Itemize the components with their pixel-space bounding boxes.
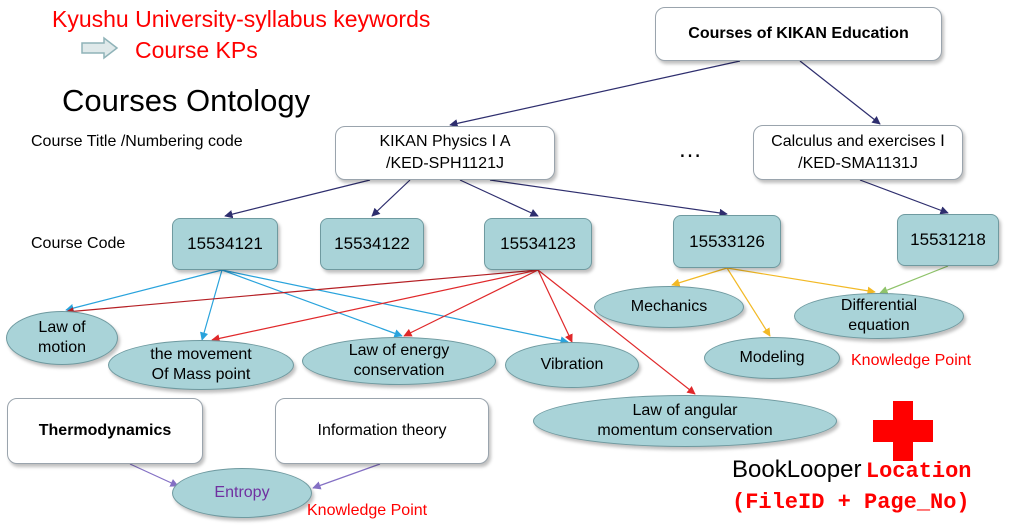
root-node: Courses of KIKAN Education <box>655 7 942 61</box>
code-node-15534122: 15534122 <box>320 218 424 270</box>
header-arrow-icon <box>81 36 119 60</box>
kp-law-of-motion: Law of motion <box>6 311 118 365</box>
kp-label: Modeling <box>739 349 805 366</box>
knowledge-point-label-right: Knowledge Point <box>851 352 972 369</box>
kp-energy: Law of energy conservation <box>302 337 496 385</box>
edge-physics-122 <box>371 179 411 217</box>
kp-label: momentum conservation <box>597 422 773 439</box>
kp-label: Law of angular <box>632 402 738 419</box>
code-label: 15534121 <box>187 234 263 253</box>
edge-physics-123 <box>459 179 539 217</box>
edge-physics-126 <box>489 179 728 218</box>
edge-123-vibration <box>537 269 573 343</box>
booklooper-location: Location <box>865 459 972 484</box>
edge-root-calculus <box>799 60 881 125</box>
kp-entropy: Entropy <box>172 468 312 518</box>
edge-123-angular <box>537 269 696 395</box>
edge-218-differential <box>879 265 949 295</box>
course-title-label: Course Title /Numbering code <box>31 133 243 150</box>
kp-label: Law of energy <box>348 342 450 359</box>
kp-label: motion <box>37 339 87 356</box>
kp-modeling: Modeling <box>704 337 840 379</box>
edge-126-differential <box>726 267 876 295</box>
ellipsis-text: … <box>678 136 702 163</box>
kp-mass-point: the movement Of Mass point <box>108 340 294 390</box>
header-line2: Course KPs <box>135 37 258 63</box>
kp-label: Vibration <box>540 356 604 373</box>
edge-calculus-218 <box>859 179 949 215</box>
kp-vibration: Vibration <box>505 342 639 388</box>
code-node-15534123: 15534123 <box>484 218 592 270</box>
course-calculus-title: Calculus and exercises Ⅰ <box>771 132 945 150</box>
kp-label: Mechanics <box>630 298 708 315</box>
course-code-label: Course Code <box>31 235 126 252</box>
kp-label: Law of <box>38 319 86 336</box>
root-node-label: Courses of KIKAN Education <box>688 25 909 42</box>
information-theory-node: Information theory <box>275 398 489 464</box>
kp-angular: Law of angular momentum conservation <box>533 395 837 447</box>
code-label: 15533126 <box>689 231 765 251</box>
header-line1: Kyushu University-syllabus keywords <box>52 6 431 32</box>
thermodynamics-node: Thermodynamics <box>7 398 203 464</box>
course-calculus-code: /KED-SMA1131J <box>798 154 918 172</box>
information-theory-label: Information theory <box>317 422 447 439</box>
kp-mechanics: Mechanics <box>594 286 744 328</box>
edge-121-vibration <box>221 269 569 345</box>
code-label: 15534123 <box>500 234 576 253</box>
kp-label: Of Mass point <box>151 366 251 383</box>
course-physics-code: /KED-SPH1121J <box>386 155 504 172</box>
kp-differential: Differential equation <box>794 293 964 339</box>
edge-123-motion <box>65 269 539 316</box>
edge-126-modeling <box>726 267 771 337</box>
edge-121-mass <box>200 269 223 341</box>
kp-label: Differential <box>840 297 918 314</box>
edge-root-physics <box>449 60 741 128</box>
edge-123-mass <box>211 269 539 343</box>
edge-physics-121 <box>224 179 371 219</box>
edge-info-entropy <box>312 463 381 490</box>
code-node-15534121: 15534121 <box>172 218 278 270</box>
booklooper-detail: (FileID + Page_No) <box>732 490 970 515</box>
code-label: 15531218 <box>910 230 986 249</box>
kp-label: the movement <box>150 346 252 363</box>
course-physics-title: KIKAN Physics Ⅰ A <box>379 133 511 150</box>
knowledge-point-label-bottom: Knowledge Point <box>307 502 428 519</box>
kp-label: equation <box>848 317 910 334</box>
edge-121-energy <box>221 269 403 338</box>
booklooper-title: BookLooper Location <box>732 456 972 484</box>
booklooper-name: BookLooper <box>732 456 862 483</box>
red-cross-icon <box>873 401 933 461</box>
thermodynamics-label: Thermodynamics <box>38 422 172 439</box>
edge-123-energy <box>403 269 539 337</box>
edge-thermo-entropy <box>129 463 179 487</box>
edge-126-mechanics <box>671 267 728 287</box>
ontology-title: Courses Ontology <box>62 83 311 118</box>
course-node-calculus: Calculus and exercises Ⅰ /KED-SMA1131J <box>753 125 963 180</box>
course-node-physics: KIKAN Physics Ⅰ A /KED-SPH1121J <box>335 126 555 180</box>
kp-label: Entropy <box>214 484 270 501</box>
edge-121-motion <box>65 269 223 313</box>
kp-label: conservation <box>353 362 445 379</box>
code-node-15531218: 15531218 <box>897 214 999 266</box>
code-node-15533126: 15533126 <box>673 215 781 268</box>
code-label: 15534122 <box>334 234 410 253</box>
